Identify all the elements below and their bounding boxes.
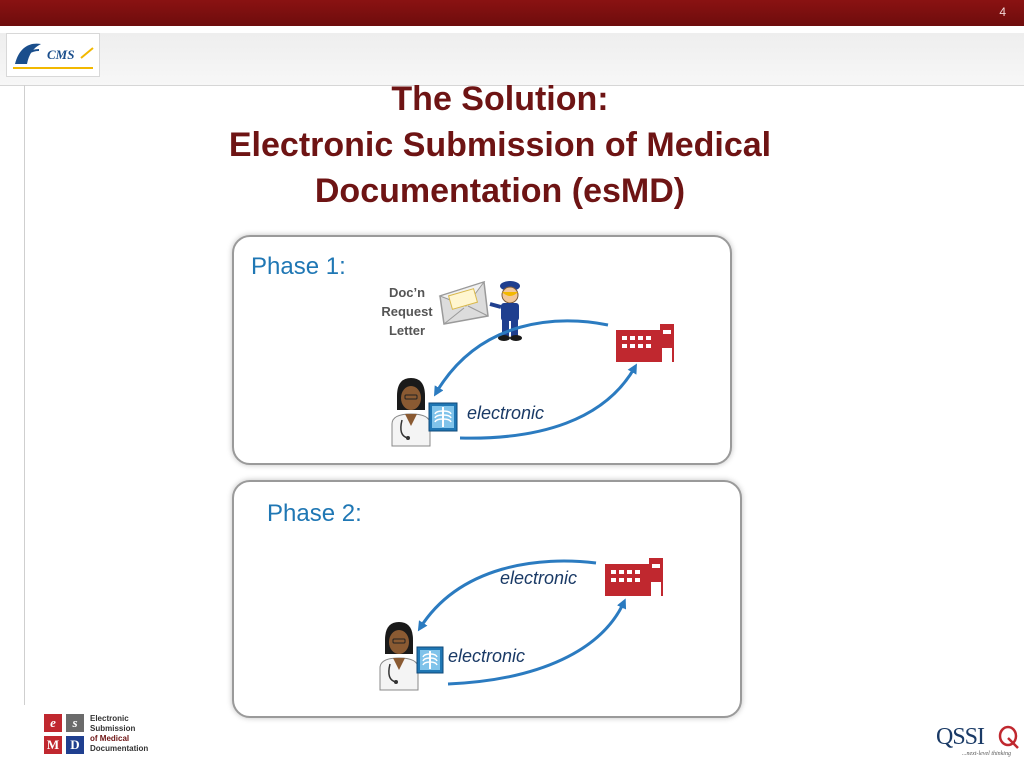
esmd-tile-m: M — [44, 736, 62, 754]
title-line-3: Documentation (esMD) — [314, 172, 686, 210]
esmd-logo: e s M D Electronic Submission of Medical… — [44, 714, 154, 758]
qssi-swoosh-icon — [998, 725, 1019, 749]
page-title: The Solution: Electronic Submission of M… — [100, 76, 900, 214]
phase2-arrow-to-hospital — [447, 598, 627, 686]
esmd-tile-s: s — [66, 714, 84, 732]
cms-logo: CMS — [6, 33, 100, 77]
doc-request-letter-label: Doc’n Request Letter — [381, 285, 433, 338]
title-line-2: Electronic Submission of Medical — [228, 126, 772, 164]
left-rule — [24, 85, 25, 705]
phase2-panel — [232, 480, 742, 718]
top-bar: 4 — [0, 0, 1024, 26]
xray-icon — [416, 646, 444, 674]
doctor-icon — [379, 622, 419, 691]
doctor-icon — [391, 378, 431, 447]
esmd-tile-e: e — [44, 714, 62, 732]
phase1-arrow-to-hospital — [459, 363, 637, 440]
phase2-edge-label-top: electronic — [500, 568, 578, 588]
qssi-name: QSSI — [936, 724, 985, 750]
title-line-1: The Solution: — [391, 80, 609, 118]
xray-icon — [428, 402, 458, 432]
phase1-label: Phase 1: — [251, 253, 346, 280]
slide-number: 4 — [999, 5, 1006, 19]
phase2-arrow-to-doctor — [417, 559, 597, 632]
envelope-icon — [438, 281, 489, 325]
hospital-icon — [605, 558, 663, 596]
esmd-tile-d: D — [66, 736, 84, 754]
phase2-edge-label-bottom: electronic — [448, 646, 526, 666]
phase1-edge-label: electronic — [467, 403, 545, 423]
esmd-text: Electronic Submission of Medical Documen… — [90, 714, 149, 753]
phase2-label: Phase 2: — [267, 500, 362, 527]
qssi-logo: QSSI ...next-level thinking — [936, 724, 1020, 764]
cms-eagle-icon — [13, 43, 94, 69]
header-band — [0, 33, 1024, 86]
qssi-tagline: ...next-level thinking — [962, 751, 1011, 757]
cms-text: CMS — [47, 47, 75, 62]
hospital-icon — [616, 324, 674, 362]
phase1-arrow-to-doctor — [433, 319, 609, 397]
